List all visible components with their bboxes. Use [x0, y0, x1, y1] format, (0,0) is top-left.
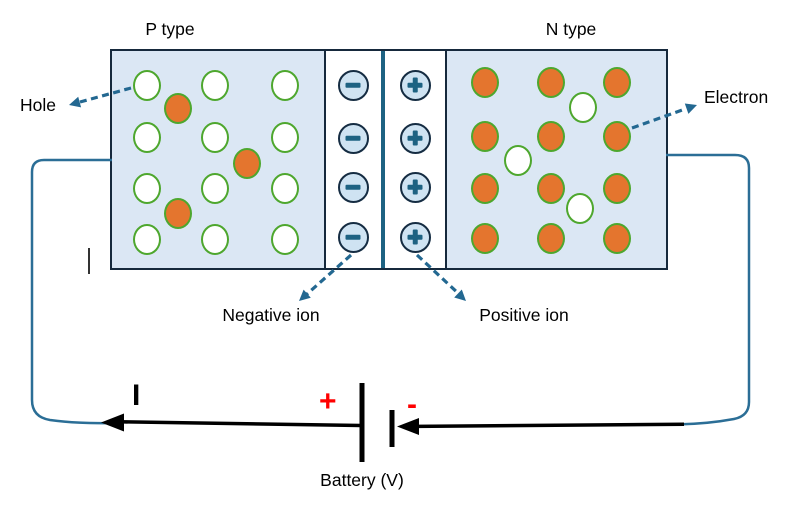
battery-label: Battery (V) [320, 470, 404, 490]
battery-minus-sign: - [407, 388, 417, 421]
negative-ion-arrowhead-icon [299, 289, 311, 301]
negative-ion-glyph [345, 135, 361, 141]
electron-particle [537, 172, 565, 204]
hole-particle [133, 121, 161, 153]
hole-label: Hole [20, 95, 56, 115]
battery-positive-plate [359, 383, 365, 462]
hole-particle [271, 223, 299, 255]
positive-ion-glyph [412, 130, 418, 146]
battery-plus-sign: + [319, 385, 337, 418]
electron-pointer-line [631, 107, 686, 130]
current-wire-right [401, 422, 685, 429]
battery-wire-arrow-icon [397, 418, 419, 435]
p-type-label: P type [145, 19, 195, 39]
hole-particle [201, 223, 229, 255]
n-type-label: N type [545, 19, 597, 39]
electron-label: Electron [704, 87, 769, 107]
negative-ion-glyph [345, 184, 361, 190]
electron-particle [603, 172, 631, 204]
negative-ion [337, 122, 369, 154]
electron-particle [471, 66, 499, 98]
hole-arrowhead-icon [69, 96, 82, 108]
positive-ion-arrowhead-icon [454, 289, 466, 301]
hole-particle [271, 121, 299, 153]
hole-particle [271, 69, 299, 101]
current-wire-left [118, 420, 362, 428]
hole-particle [271, 172, 299, 204]
hole-particle [133, 223, 161, 255]
negative-ion-glyph [345, 82, 361, 88]
electron-particle [537, 222, 565, 254]
positive-ion-glyph [412, 179, 418, 195]
electron-particle [603, 66, 631, 98]
hole-particle [569, 91, 597, 123]
electron-particle [537, 66, 565, 98]
negative-ion [337, 221, 369, 253]
positive-ion-glyph [412, 77, 418, 93]
electron-particle [603, 120, 631, 152]
electron-particle [233, 147, 261, 179]
negative-ion [337, 171, 369, 203]
hole-particle [201, 172, 229, 204]
positive-ion-pointer-line [415, 253, 461, 296]
battery-negative-plate [389, 410, 395, 447]
negative-ion [337, 69, 369, 101]
positive-ion [399, 122, 431, 154]
current-arrow-icon [101, 413, 124, 432]
junction-line [381, 51, 385, 268]
positive-ion-glyph [412, 229, 418, 245]
negative-ion-glyph [345, 234, 361, 240]
positive-ion [399, 221, 431, 253]
electron-particle [537, 120, 565, 152]
negative-ion-pointer-line [305, 253, 353, 296]
electron-particle [471, 222, 499, 254]
positive-ion-label: Positive ion [479, 305, 569, 325]
hole-pointer-line [79, 86, 132, 104]
electron-arrowhead-icon [684, 103, 697, 114]
hole-particle [201, 69, 229, 101]
positive-ion [399, 171, 431, 203]
hole-particle [504, 144, 532, 176]
electron-particle [471, 120, 499, 152]
hole-particle [133, 172, 161, 204]
hole-particle [201, 121, 229, 153]
electron-particle [164, 197, 192, 229]
electron-particle [471, 172, 499, 204]
right-wire [666, 153, 751, 426]
hole-particle [566, 192, 594, 224]
current-label: I [132, 379, 141, 412]
hole-particle [133, 69, 161, 101]
electron-particle [603, 222, 631, 254]
negative-ion-label: Negative ion [222, 305, 320, 325]
electron-particle [164, 92, 192, 124]
left-wire [30, 158, 113, 425]
positive-ion [399, 69, 431, 101]
